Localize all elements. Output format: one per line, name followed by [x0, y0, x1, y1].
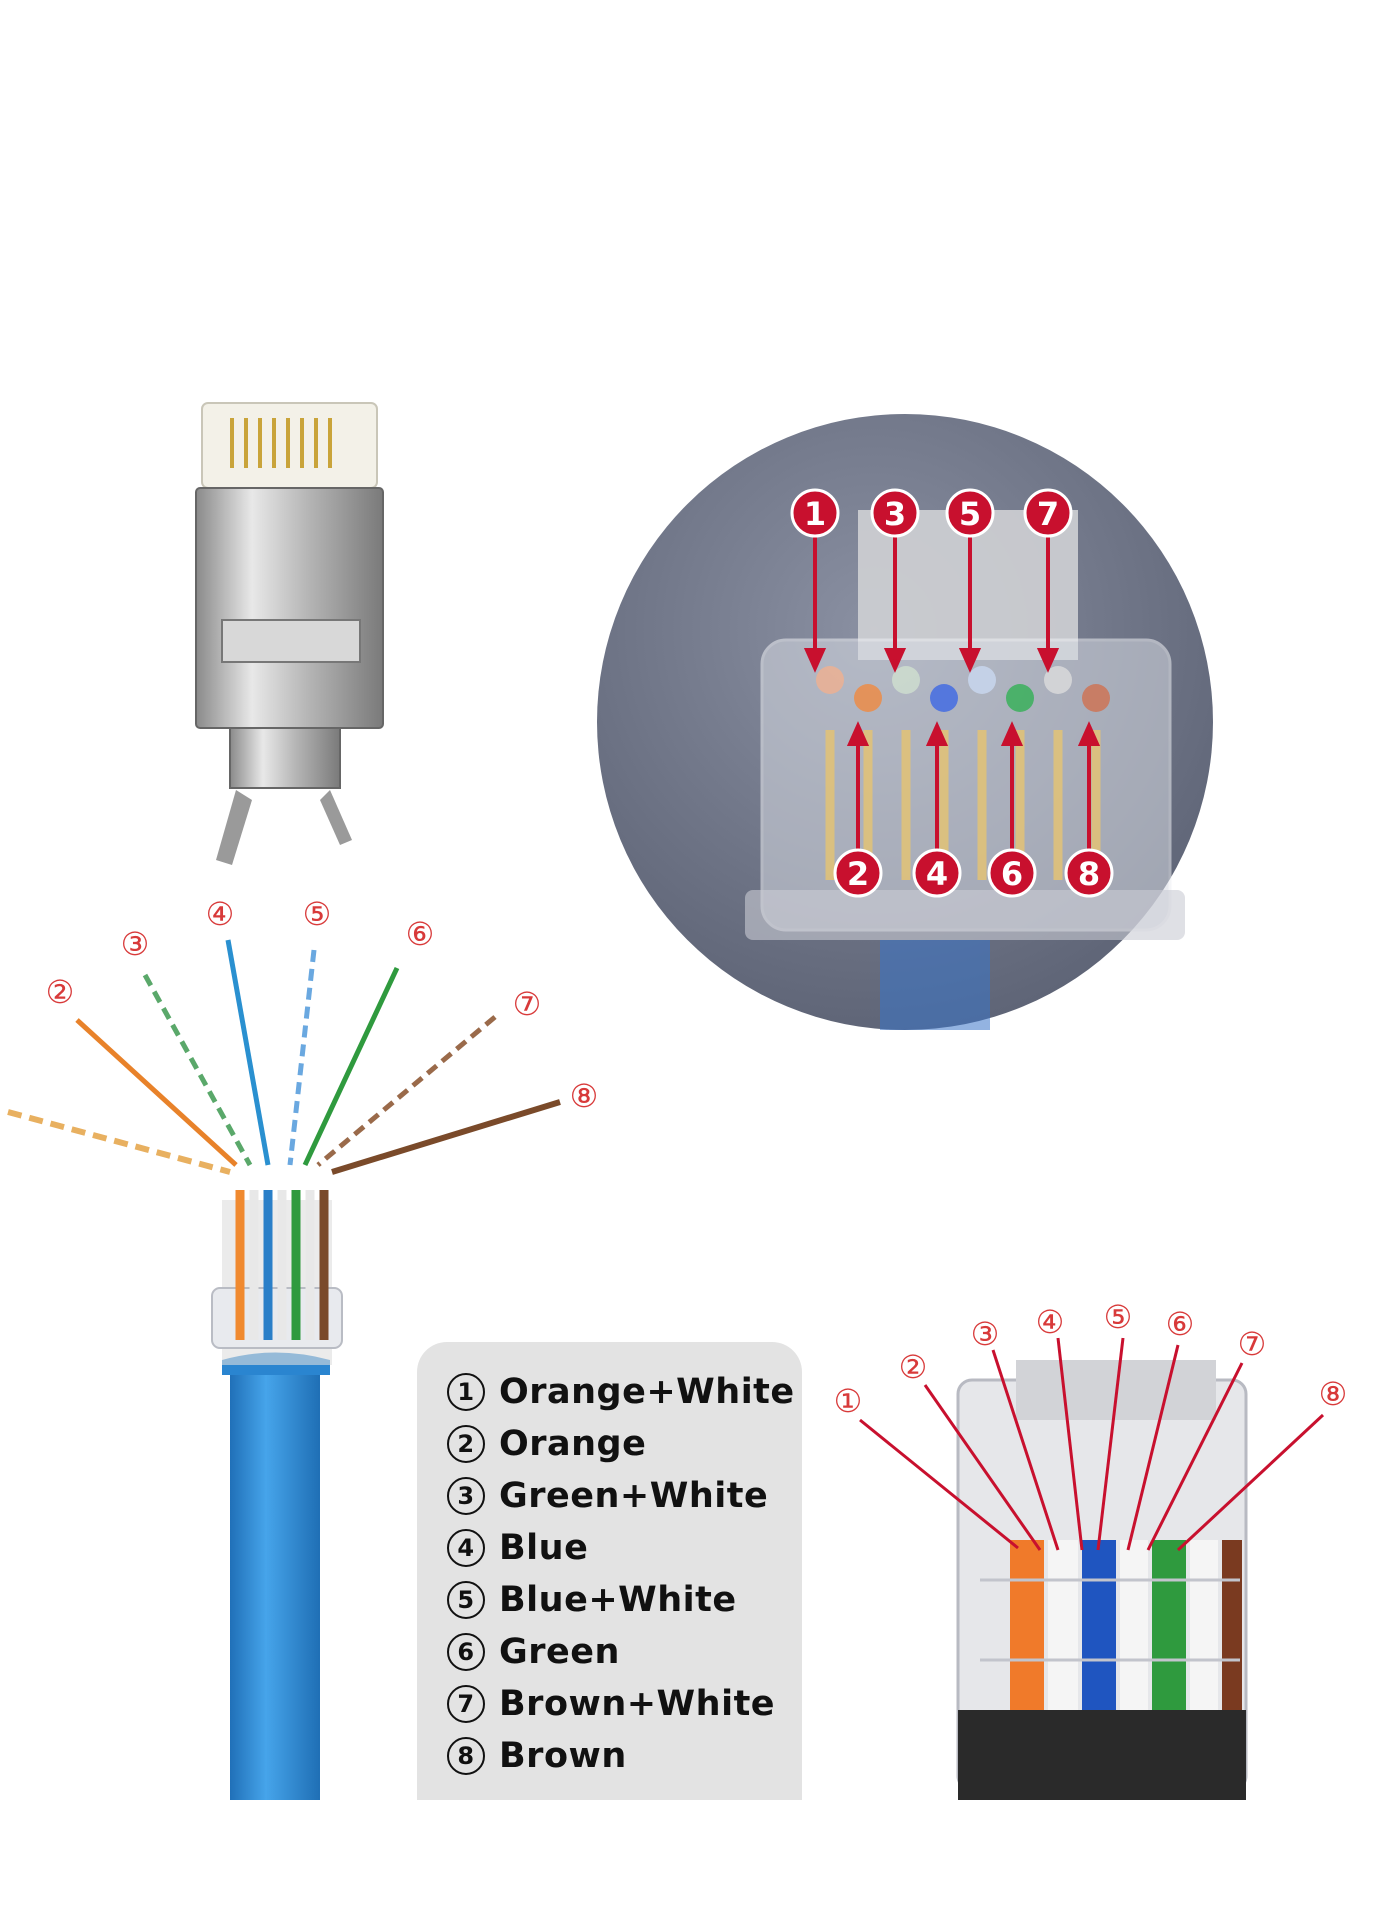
svg-text:2: 2 [847, 855, 869, 893]
svg-text:⑤: ⑤ [1104, 1298, 1133, 1336]
svg-text:⑤: ⑤ [303, 895, 332, 933]
pin-marker-3: 3 [870, 488, 920, 538]
svg-text:⑧: ⑧ [1319, 1375, 1348, 1413]
rj45-plug-photo [195, 402, 384, 865]
legend-item: 1 Orange+White [447, 1372, 795, 1412]
svg-text:3: 3 [884, 495, 906, 533]
legend-item: 4 Blue [447, 1528, 588, 1568]
svg-text:8: 8 [1078, 855, 1100, 893]
svg-text:①: ① [834, 1382, 863, 1420]
termination-label-7: ⑦ [1238, 1325, 1267, 1363]
legend-item: 5 Blue+White [447, 1580, 737, 1620]
wire-label-2: ② [46, 973, 75, 1011]
termination-label-5: ⑤ [1104, 1298, 1133, 1336]
wire-label-3: ③ [121, 925, 150, 963]
svg-text:④: ④ [206, 895, 235, 933]
termination-label-2: ② [899, 1348, 928, 1386]
legend-item: 6 Green [447, 1632, 620, 1672]
pin-marker-1: 1 [790, 488, 840, 538]
svg-text:5: 5 [959, 495, 981, 533]
legend-number: 1 [447, 1373, 485, 1411]
legend-number: 4 [447, 1529, 485, 1567]
wire-label-5: ⑤ [303, 895, 332, 933]
legend-label: Green+White [499, 1476, 769, 1516]
svg-text:7: 7 [1037, 495, 1059, 533]
terminated-plug-photo [956, 1360, 1248, 1800]
wire-label-6: ⑥ [406, 915, 435, 953]
svg-text:②: ② [899, 1348, 928, 1386]
cable-with-wires [7, 939, 561, 1800]
termination-label-4: ④ [1036, 1303, 1065, 1341]
svg-text:4: 4 [926, 855, 948, 893]
pin-marker-4: 4 [912, 848, 962, 898]
legend-item: 8 Brown [447, 1736, 627, 1776]
legend-label: Blue [499, 1528, 589, 1568]
legend-number: 8 [447, 1737, 485, 1775]
legend-number: 7 [447, 1685, 485, 1723]
svg-text:⑦: ⑦ [1238, 1325, 1267, 1363]
termination-label-3: ③ [971, 1315, 1000, 1353]
svg-text:6: 6 [1001, 855, 1023, 893]
pin-arrows [803, 535, 1101, 860]
svg-text:③: ③ [121, 925, 150, 963]
legend-item: 7 Brown+White [447, 1684, 775, 1724]
legend-label: Brown+White [499, 1684, 776, 1724]
pin-marker-8: 8 [1064, 848, 1114, 898]
termination-label-8: ⑧ [1319, 1375, 1348, 1413]
svg-text:⑦: ⑦ [513, 985, 542, 1023]
svg-text:②: ② [46, 973, 75, 1011]
legend-number: 6 [447, 1633, 485, 1671]
legend-label: Orange [499, 1424, 647, 1464]
termination-pointers [859, 1337, 1325, 1552]
legend-number: 5 [447, 1581, 485, 1619]
wire-label-8: ⑧ [570, 1077, 599, 1115]
svg-text:⑥: ⑥ [1166, 1305, 1195, 1343]
pin-marker-5: 5 [945, 488, 995, 538]
svg-text:④: ④ [1036, 1303, 1065, 1341]
pin-marker-6: 6 [987, 848, 1037, 898]
pin-marker-2: 2 [833, 848, 883, 898]
termination-label-1: ① [834, 1382, 863, 1420]
legend-label: Brown [499, 1736, 627, 1776]
legend-item: 3 Green+White [447, 1476, 768, 1516]
svg-text:⑥: ⑥ [406, 915, 435, 953]
legend-label: Green [499, 1632, 620, 1672]
legend-item: 2 Orange [447, 1424, 646, 1464]
legend-number: 3 [447, 1477, 485, 1515]
termination-label-6: ⑥ [1166, 1305, 1195, 1343]
svg-text:⑧: ⑧ [570, 1077, 599, 1115]
pin-marker-7: 7 [1023, 488, 1073, 538]
legend-label: Orange+White [499, 1372, 795, 1412]
svg-text:1: 1 [804, 495, 826, 533]
wire-label-7: ⑦ [513, 985, 542, 1023]
svg-text:③: ③ [971, 1315, 1000, 1353]
legend-label: Blue+White [499, 1580, 737, 1620]
legend-number: 2 [447, 1425, 485, 1463]
wire-label-4: ④ [206, 895, 235, 933]
